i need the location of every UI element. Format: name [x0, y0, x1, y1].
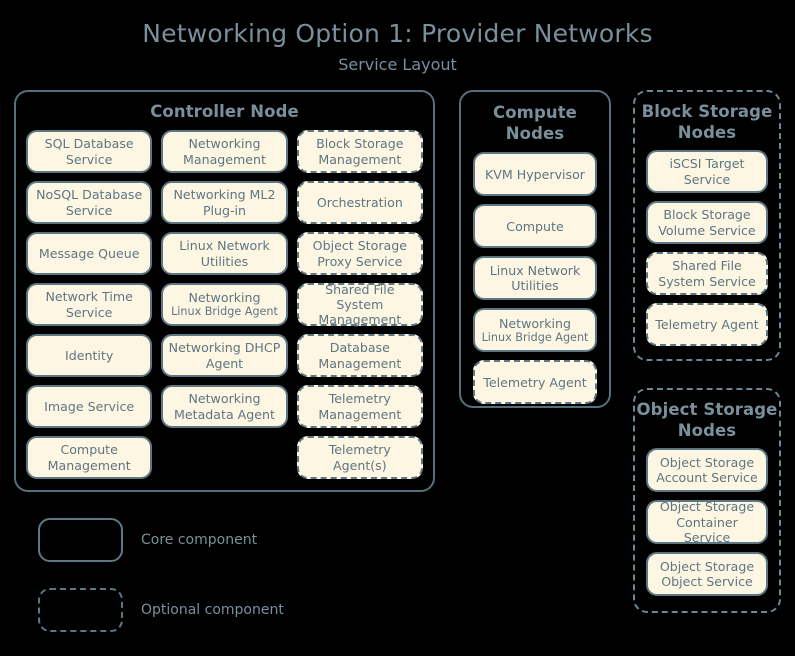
group-object-storage-nodes: Object Storage Nodes Object Storage Acco… [633, 388, 781, 613]
page-title: Networking Option 1: Provider Networks [142, 19, 653, 48]
service-box[interactable]: Message Queue [26, 232, 153, 276]
service-box[interactable]: Telemetry Management [296, 385, 423, 429]
service-box-label: Telemetry Management [318, 391, 402, 422]
service-box-label: Telemetry Agent [655, 317, 759, 333]
legend: Core component Optional component [38, 516, 368, 656]
service-box-label: Database Management [318, 340, 402, 371]
group-title-controller-node: Controller Node [150, 102, 299, 121]
service-box-label: Shared File System Service [658, 258, 756, 289]
legend-label-core: Core component [141, 532, 258, 548]
service-box[interactable]: Shared File System Management [296, 281, 423, 328]
service-box-label: Block Storage Management [316, 136, 404, 167]
service-box[interactable]: Networking ML2 Plug-in [161, 181, 288, 225]
service-box-label: SQL Database Service [44, 136, 134, 167]
service-box-label: Compute [506, 218, 564, 234]
service-box[interactable]: Telemetry Agent(s) [296, 436, 423, 480]
service-box[interactable]: Telemetry Agent [646, 303, 768, 347]
service-box[interactable]: NoSQL Database Service [26, 181, 153, 225]
service-box-label: Object Storage Object Service [659, 558, 755, 590]
legend-row: Core component [38, 516, 368, 564]
service-box-label: Telemetry Agent(s) [328, 442, 391, 473]
service-box-label: Object Storage Proxy Service [312, 238, 407, 269]
service-box[interactable]: Networking Management [161, 130, 288, 174]
service-box-label: Compute Management [47, 442, 131, 473]
service-box[interactable]: Networking DHCP Agent [161, 334, 288, 378]
service-box[interactable]: Object Storage Account Service [646, 448, 768, 493]
service-box-label: Networking [188, 290, 261, 306]
group-block-storage-nodes: Block Storage Nodes iSCSI Target Service… [633, 90, 781, 361]
service-box-label: Linux Network Utilities [489, 262, 581, 294]
legend-row: Optional component [38, 586, 368, 634]
diagram-header: Networking Option 1: Provider Networks S… [0, 20, 795, 73]
legend-label-optional: Optional component [141, 602, 284, 618]
service-box[interactable]: Networking Metadata Agent [161, 385, 288, 429]
service-box-label: Identity [65, 347, 114, 363]
service-box[interactable]: KVM Hypervisor [473, 152, 597, 197]
service-box[interactable]: Orchestration [296, 181, 423, 225]
legend-swatch-optional [38, 588, 123, 632]
service-box[interactable]: Block Storage Volume Service [646, 201, 768, 245]
service-box-label: Orchestration [316, 194, 403, 210]
service-box-label: Network Time Service [45, 289, 133, 320]
service-box[interactable]: Network Time Service [26, 283, 153, 327]
service-box-sublabel: Linux Bridge Agent [171, 305, 278, 319]
service-box-label: Object Storage Account Service [656, 454, 758, 486]
service-box-label: Networking Metadata Agent [174, 391, 275, 422]
service-box[interactable]: iSCSI Target Service [646, 150, 768, 194]
service-box-label: Telemetry Agent [483, 374, 587, 390]
page-subtitle: Service Layout [338, 54, 457, 74]
service-box[interactable]: Object Storage Proxy Service [296, 232, 423, 276]
service-box[interactable]: Linux Network Utilities [473, 256, 597, 301]
service-box[interactable]: Identity [26, 334, 153, 378]
service-box[interactable]: Database Management [296, 334, 423, 378]
group-title-object-storage-nodes: Object Storage Nodes [636, 400, 778, 441]
service-box[interactable]: Telemetry Agent [473, 360, 597, 405]
service-box[interactable]: Compute Management [26, 436, 153, 480]
service-box-label: iSCSI Target Service [669, 156, 745, 187]
service-box-label: Block Storage Volume Service [658, 207, 756, 238]
service-box-label: Linux Network Utilities [179, 238, 270, 269]
service-box-label: Object Storage Container Service [659, 499, 755, 545]
service-box-label: Networking ML2 Plug-in [173, 187, 276, 218]
service-box-label: Message Queue [38, 245, 140, 261]
service-box-label: NoSQL Database Service [36, 187, 143, 218]
service-box[interactable]: Object Storage Container Service [646, 499, 768, 545]
service-box[interactable]: Image Service [26, 385, 153, 429]
service-box-label: Networking Management [183, 136, 266, 167]
service-box[interactable]: Shared File System Service [646, 252, 768, 296]
service-box-label: Networking DHCP Agent [168, 340, 281, 371]
service-box[interactable]: Object Storage Object Service [646, 552, 768, 597]
service-box[interactable]: Compute [473, 204, 597, 249]
service-box[interactable]: SQL Database Service [26, 130, 153, 174]
service-box-label: KVM Hypervisor [485, 166, 585, 182]
service-box[interactable]: Block Storage Management [296, 130, 423, 174]
legend-swatch-core [38, 518, 123, 562]
service-box-label: Image Service [44, 398, 135, 414]
group-title-block-storage-nodes: Block Storage Nodes [641, 102, 773, 143]
service-box-sublabel: Linux Bridge Agent [481, 331, 589, 345]
service-box[interactable]: Linux Network Utilities [161, 232, 288, 276]
group-title-compute-nodes: Compute Nodes [493, 103, 577, 144]
service-box-label: Shared File System Management [318, 281, 402, 328]
service-box-label: Networking [498, 315, 572, 331]
